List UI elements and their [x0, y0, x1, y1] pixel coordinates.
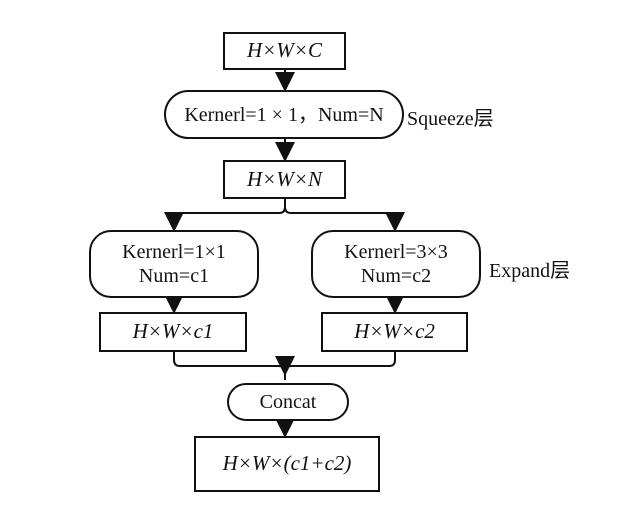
concat-text: Concat: [259, 391, 317, 413]
expand-3x3-num: Num=c2: [360, 265, 432, 287]
input-node-text: H×W×C: [246, 38, 322, 63]
squeeze-layer-label: Squeeze层: [407, 108, 494, 130]
expand-1x1-node: Kernerl=1×1 Num=c1: [89, 230, 259, 298]
squeeze-output-node: H×W×N: [223, 160, 346, 199]
expand-3x3-kernel: Kernerl=3×3: [344, 241, 448, 263]
expand-3x3-node: Kernerl=3×3 Num=c2: [311, 230, 481, 298]
merge-connector: [173, 352, 396, 380]
expand-1x1-num: Num=c1: [138, 265, 210, 287]
split-connector-right: [284, 206, 405, 232]
final-output-node: H×W×(c1+c2): [194, 436, 380, 492]
final-output-text: H×W×(c1+c2): [222, 451, 352, 476]
expand-layer-label: Expand层: [489, 260, 571, 282]
squeeze-output-text: H×W×N: [246, 166, 322, 191]
expand-1x1-output-text: H×W×c1: [132, 319, 214, 344]
expand-3x3-output-text: H×W×c2: [354, 319, 435, 344]
split-connector: [164, 199, 286, 232]
expand-1x1-output-node: H×W×c1: [99, 312, 247, 352]
squeeze-conv-text: Kernerl=1 × 1，Num=N: [184, 103, 384, 126]
squeeze-conv-node: Kernerl=1 × 1，Num=N: [164, 90, 404, 139]
expand-3x3-output-node: H×W×c2: [321, 312, 468, 352]
expand-1x1-kernel: Kernerl=1×1: [122, 241, 226, 263]
input-node: H×W×C: [223, 32, 346, 70]
concat-node: Concat: [227, 383, 349, 421]
